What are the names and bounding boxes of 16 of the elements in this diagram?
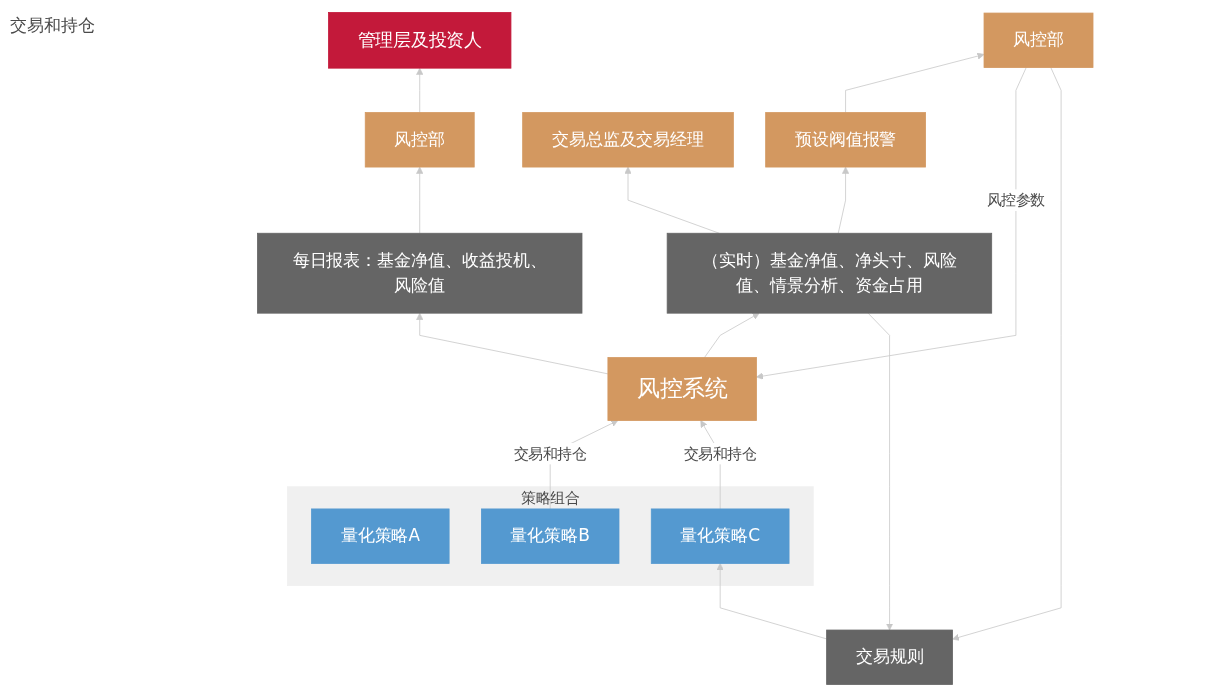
- node-box: 风控部: [983, 12, 1094, 68]
- node-box: 风控系统: [607, 357, 757, 421]
- edge-label: 交易和持仓: [513, 445, 587, 463]
- node-box: 量化策略B: [480, 508, 620, 564]
- node-box: 风控部: [364, 112, 475, 168]
- annotation-text: 交易和持仓: [10, 14, 95, 37]
- node-box: 交易规则: [825, 629, 953, 685]
- node-box: 预设阀值报警: [765, 112, 926, 168]
- node-box: 管理层及投资人: [327, 12, 512, 69]
- node-box: 每日报表：基金净值、收益投机、风险值: [256, 232, 583, 314]
- edge-label: 风控参数: [986, 191, 1045, 209]
- node-box: （实时）基金净值、净头寸、风险值、情景分析、资金占用: [666, 232, 992, 314]
- edge-label: 交易和持仓: [683, 445, 757, 463]
- node-box: 量化策略A: [310, 508, 450, 564]
- node-box: 交易总监及交易经理: [522, 112, 734, 168]
- node-box: 量化策略C: [650, 508, 790, 564]
